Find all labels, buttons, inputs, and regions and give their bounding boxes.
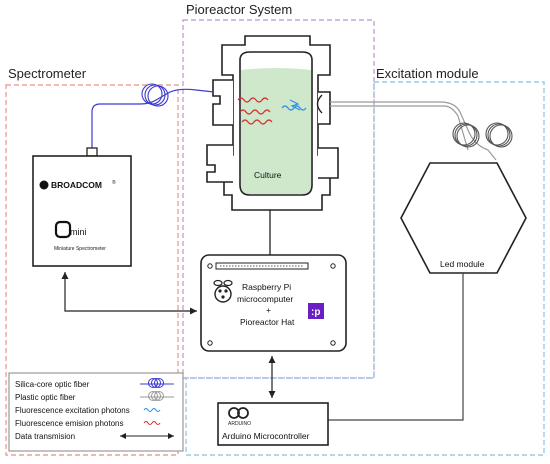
plastic-fiber-coils-left xyxy=(452,122,480,148)
arduino-logo-text: ARDUINO xyxy=(228,421,251,427)
legend-item-silica-fiber: Silica-core optic fiber xyxy=(15,378,174,389)
legend-item-excitation: Fluorescence excitation photons xyxy=(15,406,161,415)
plastic-fiber-2 xyxy=(330,105,469,151)
pi-line-1: Raspberry Pi xyxy=(242,282,291,292)
right-port-cap xyxy=(316,94,323,114)
emission-photons-3 xyxy=(241,119,273,125)
plastic-fiber xyxy=(330,101,497,161)
pi-line-3: + xyxy=(266,305,271,315)
spectrometer-title: Spectrometer xyxy=(8,66,87,81)
left-lower-clamp xyxy=(206,144,233,183)
led-module xyxy=(400,162,527,274)
raspberry-pi-board xyxy=(200,254,347,352)
raspberry-pi-logo-icon xyxy=(213,279,233,303)
board-mount-hole-3 xyxy=(330,263,336,269)
plastic-fiber-symbol-icon xyxy=(140,391,174,401)
emission-wave-icon xyxy=(143,420,161,426)
legend-label: Fluorescence emision photons xyxy=(15,419,124,428)
fiber-connector xyxy=(86,147,98,157)
emission-photons-2 xyxy=(239,109,271,115)
left-fiber-port xyxy=(212,79,233,126)
legend-item-emission: Fluorescence emision photons xyxy=(15,419,161,428)
spectrometer-device xyxy=(32,155,132,267)
emission-photons-1 xyxy=(237,97,269,103)
pioreactor-hat-logo-icon xyxy=(308,303,324,319)
plastic-fiber-coils-right xyxy=(485,122,513,148)
legend-label: Silica-core optic fiber xyxy=(15,380,90,389)
qmini-logo-text: mini xyxy=(70,227,87,237)
led-arduino-line xyxy=(328,273,464,421)
spectrometer-section xyxy=(5,84,179,456)
broadcom-registered-mark: ® xyxy=(112,179,116,186)
excitation-photons xyxy=(281,105,307,111)
spectrometer-pi-data-link xyxy=(61,272,197,315)
excitation-photons-2 xyxy=(289,99,301,111)
legend-item-plastic-fiber: Plastic optic fiber xyxy=(15,391,174,402)
broadcom-logo-icon xyxy=(39,180,49,190)
culture-label: Culture xyxy=(254,170,282,180)
silica-fiber xyxy=(91,88,215,150)
broadcom-brand: BROADCOM xyxy=(51,180,102,190)
board-mount-hole-1 xyxy=(207,263,213,269)
spectrometer-caption: Miniature Spectrometer xyxy=(54,246,106,252)
board-mount-hole-4 xyxy=(330,340,336,346)
arduino-label: Arduino Microcontroller xyxy=(222,431,310,441)
legend-label: Fluorescence excitation photons xyxy=(15,406,130,415)
excitation-wave-icon xyxy=(143,407,161,413)
right-fiber-port xyxy=(318,91,331,125)
culture-liquid xyxy=(241,68,311,194)
excitation-module-section xyxy=(185,81,545,456)
legend-label: Plastic optic fiber xyxy=(15,393,76,402)
legend-label: Data transmision xyxy=(15,432,75,441)
board-mount-hole-2 xyxy=(207,340,213,346)
silica-fiber-symbol-icon xyxy=(140,378,174,388)
pi-line-2: microcomputer xyxy=(237,294,293,304)
arduino-logo-icon xyxy=(228,407,249,419)
pi-line-4: Pioreactor Hat xyxy=(240,317,295,327)
silica-fiber-coils xyxy=(141,83,169,107)
led-module-label: Led module xyxy=(440,259,485,269)
legend-item-data: Data transmision xyxy=(15,432,174,441)
right-lower-clamp xyxy=(318,147,339,179)
pioreactor-system-title: Pioreactor System xyxy=(186,2,292,17)
pioreactor-hat-logo-text: :p xyxy=(311,307,320,318)
excitation-module-title: Excitation module xyxy=(376,66,479,81)
legend-box xyxy=(8,372,184,452)
arduino-board xyxy=(217,402,329,446)
qmini-logo-icon xyxy=(54,220,72,239)
